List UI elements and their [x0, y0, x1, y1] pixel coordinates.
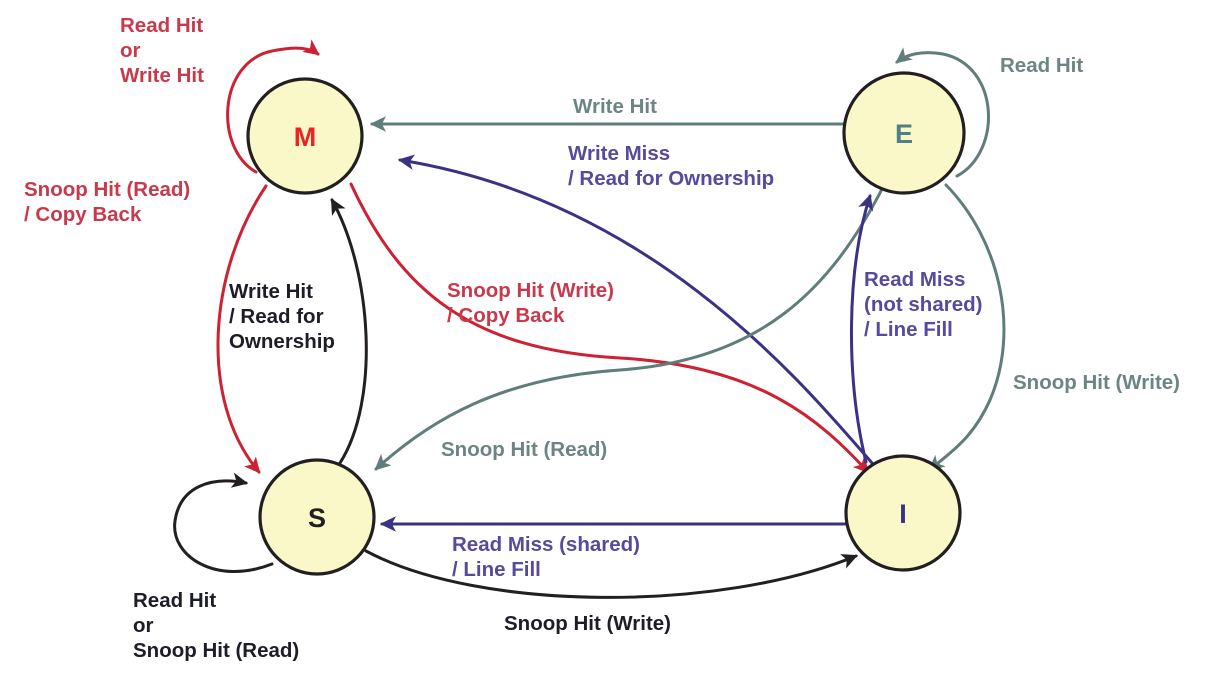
node-M-label: M: [294, 122, 317, 152]
edge-label-i-to-s: Read Miss (shared)/ Line Fill: [452, 533, 640, 581]
edge-label-m-to-s: Snoop Hit (Read)/ Copy Back: [24, 178, 190, 226]
edge-label-i-to-e: Read Miss(not shared)/ Line Fill: [864, 268, 982, 341]
edge-label-m-to-i: Snoop Hit (Write)/ Copy Back: [447, 279, 614, 327]
edge-e-to-i-path[interactable]: [928, 183, 1006, 472]
edge-s-self-path[interactable]: [173, 472, 274, 573]
edge-label-s-to-i: Snoop Hit (Write): [504, 612, 671, 635]
node-E[interactable]: E: [842, 71, 966, 195]
edge-e-to-s-path[interactable]: [374, 187, 884, 471]
node-E-label: E: [895, 119, 913, 149]
edge-label-i-to-m: Write Miss/ Read for Ownership: [568, 142, 774, 190]
edge-e-self-path[interactable]: [895, 47, 990, 178]
edge-s-to-i-path[interactable]: [364, 549, 859, 599]
edge-i-to-e-path[interactable]: [849, 193, 874, 464]
edge-label-e-to-m: Write Hit: [573, 95, 657, 118]
edge-i-to-m-path[interactable]: [397, 154, 874, 465]
node-S-label: S: [308, 503, 326, 533]
node-E-circle[interactable]: [842, 71, 966, 195]
edge-m-to-s-path[interactable]: [216, 184, 268, 474]
edge-label-e-to-i: Snoop Hit (Write): [1013, 371, 1180, 394]
edge-label-e-to-s: Snoop Hit (Read): [441, 438, 607, 461]
edge-layer: [173, 39, 1006, 599]
node-M-circle[interactable]: [246, 77, 364, 195]
edge-m-self-path[interactable]: [226, 39, 320, 174]
node-I[interactable]: I: [844, 454, 962, 572]
node-S[interactable]: S: [258, 458, 376, 576]
node-I-label: I: [899, 499, 907, 529]
edge-m-to-i-path[interactable]: [349, 182, 870, 474]
node-layer: M E S I: [246, 71, 966, 576]
node-S-circle[interactable]: [258, 458, 376, 576]
edge-s-to-m-path[interactable]: [330, 198, 368, 465]
node-M[interactable]: M: [246, 77, 364, 195]
node-I-circle[interactable]: [844, 454, 962, 572]
edge-label-e-self: Read Hit: [1000, 54, 1083, 77]
